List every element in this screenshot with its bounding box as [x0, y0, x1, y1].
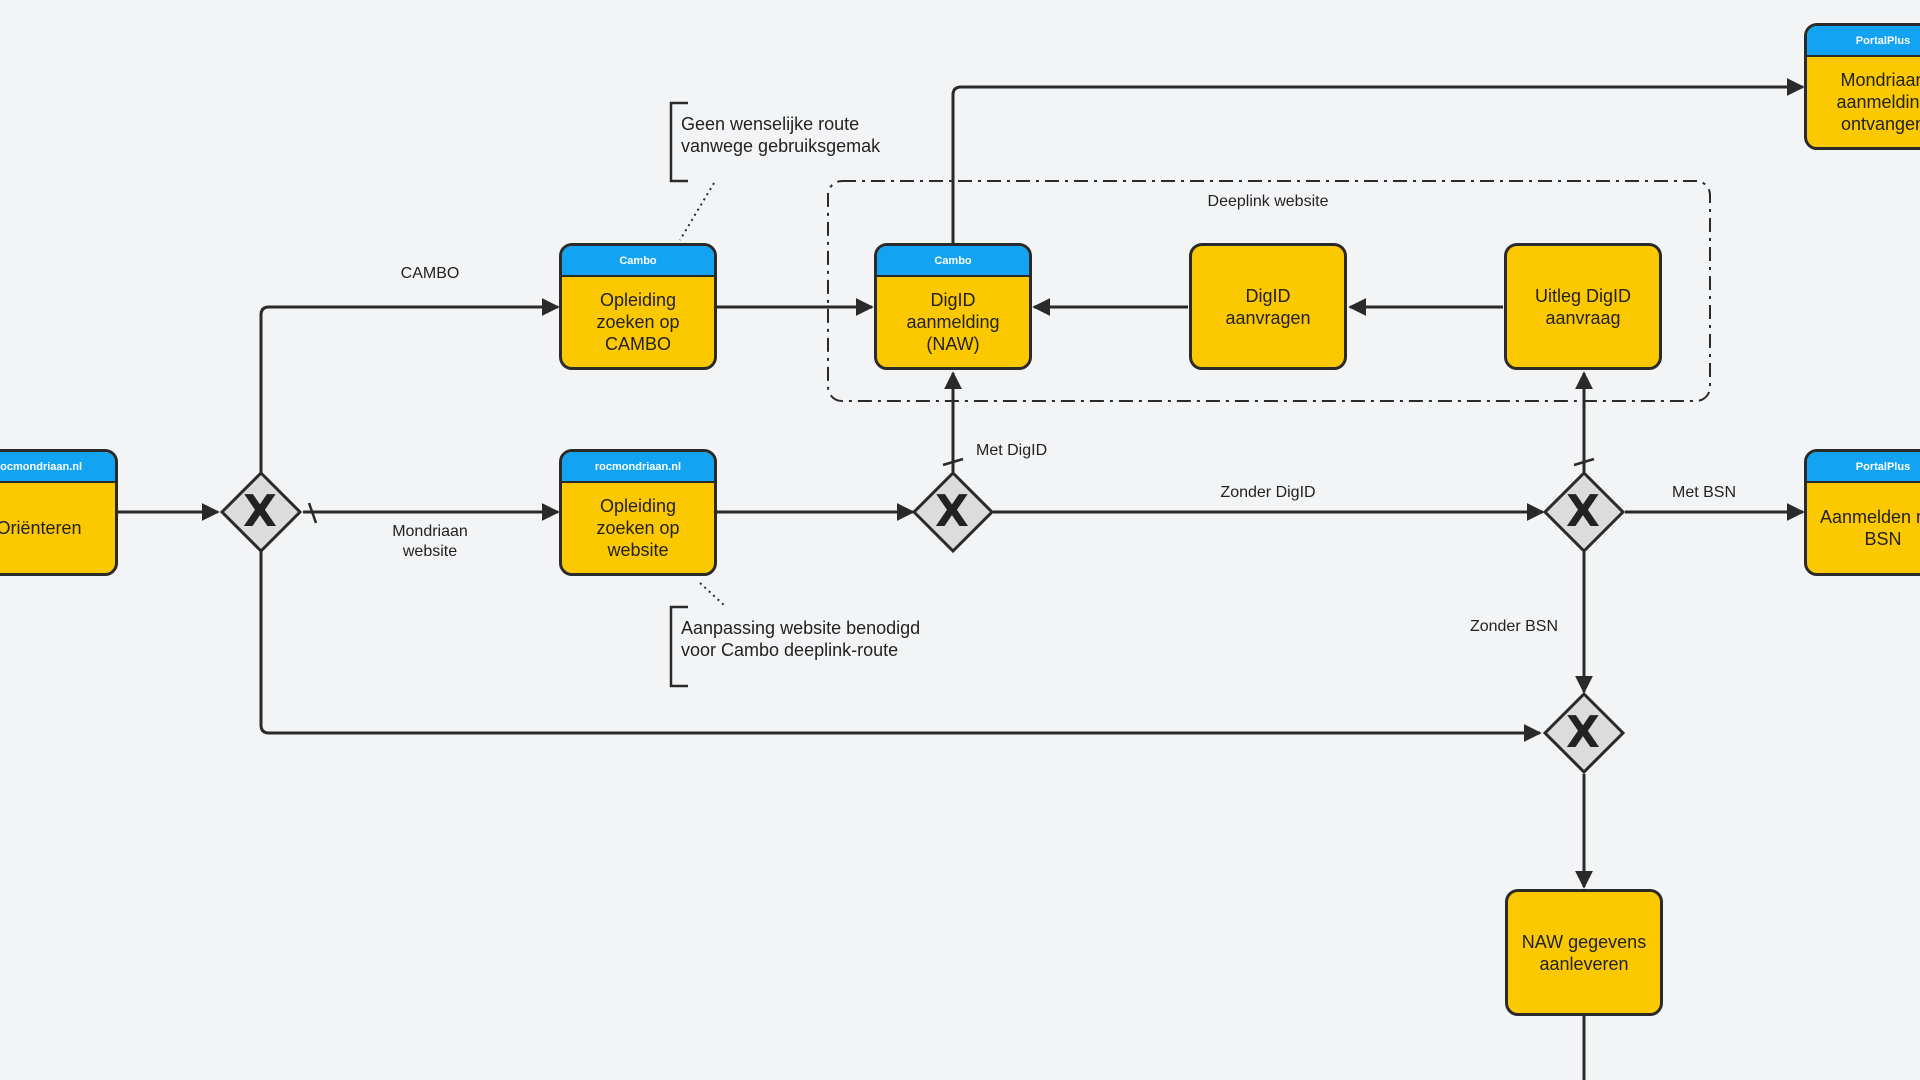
gateway-1-symbol: X: [243, 486, 277, 537]
task-uitleg-digid-label: Uitleg DigID aanvraag: [1534, 285, 1632, 328]
task-digid-aanmelding-label: DigID aanmelding (NAW): [906, 290, 1000, 354]
edge-digid-aanmelding-to-mondriaan: [951, 78, 1805, 243]
task-digid-aanmelding-header: Cambo: [877, 246, 1029, 277]
task-digid-aanmelding[interactable]: Cambo DigID aanmelding (NAW): [874, 243, 1032, 370]
edge-gateway1-to-gateway4: [259, 551, 1542, 742]
task-digid-aanvragen-label: DigID aanvragen: [1225, 285, 1311, 328]
edge-gateway1-to-cambo-path: [259, 298, 560, 473]
edge-label-zonder-digid: Zonder DigID: [1220, 484, 1316, 501]
task-naw-gegevens-aanleveren[interactable]: NAW gegevens aanleveren: [1505, 889, 1663, 1016]
edge-label-met-bsn: Met BSN: [1672, 484, 1737, 501]
task-naw-label: NAW gegevens aanleveren: [1521, 931, 1647, 974]
task-opleiding-zoeken-cambo[interactable]: Cambo Opleiding zoeken op CAMBO: [559, 243, 717, 370]
annotation-bracket-cambo: [669, 101, 688, 183]
task-aanmelden-bsn-header: PortalPlus: [1807, 452, 1920, 483]
task-cambo-header: Cambo: [562, 246, 714, 277]
default-flow-mark-2: [942, 457, 964, 467]
task-mondriaan-aanmelding-ontvangen[interactable]: PortalPlus Mondriaan aanmelding ontvange…: [1804, 23, 1920, 150]
task-mondriaan-label: Mondriaan aanmelding ontvangen: [1836, 70, 1920, 134]
task-opleiding-zoeken-website[interactable]: rocmondriaan.nl Opleiding zoeken op webs…: [559, 449, 717, 576]
task-aanmelden-bsn-label: Aanmelden met BSN: [1819, 507, 1920, 549]
task-orienteren-header: rocmondriaan.nl: [0, 452, 115, 483]
group-label: Deeplink website: [1207, 193, 1329, 210]
task-website-label: Opleiding zoeken op website: [596, 496, 680, 560]
edge-label-met-digid: Met DigID: [976, 442, 1048, 459]
gateway-2[interactable]: [911, 470, 995, 554]
edge-label-mondriaan-website: Mondriaan website: [392, 523, 468, 560]
deeplink-group-border: [827, 180, 1711, 402]
gateway-2-symbol: X: [935, 486, 969, 537]
task-orienteren[interactable]: rocmondriaan.nl Oriënteren: [0, 449, 118, 576]
task-uitleg-digid-aanvraag[interactable]: Uitleg DigID aanvraag: [1504, 243, 1662, 370]
annotation-connector-cambo: [679, 182, 715, 241]
annotation-cambo-route: Geen wenselijke route vanwege gebruiksge…: [681, 114, 881, 156]
task-website-header: rocmondriaan.nl: [562, 452, 714, 483]
annotation-website-deeplink: Aanpassing website benodigd voor Cambo d…: [681, 618, 921, 660]
annotation-connector-website: [699, 582, 726, 607]
task-mondriaan-header: PortalPlus: [1807, 26, 1920, 57]
task-cambo-label: Opleiding zoeken op CAMBO: [596, 290, 680, 354]
task-aanmelden-bsn[interactable]: PortalPlus Aanmelden met BSN: [1804, 449, 1920, 576]
gateway-4-symbol: X: [1566, 707, 1600, 758]
default-flow-mark-3: [1573, 457, 1595, 467]
edge-label-zonder-bsn: Zonder BSN: [1469, 618, 1558, 635]
edge-label-cambo: CAMBO: [400, 265, 460, 282]
annotation-bracket-website: [669, 605, 688, 688]
gateway-3[interactable]: [1542, 470, 1626, 554]
gateway-4[interactable]: [1542, 691, 1626, 775]
task-orienteren-label: Oriënteren: [0, 518, 82, 538]
gateway-3-symbol: X: [1566, 486, 1600, 537]
gateway-1[interactable]: [219, 470, 303, 554]
default-flow-mark-1: [307, 502, 318, 524]
task-digid-aanvragen[interactable]: DigID aanvragen: [1189, 243, 1347, 370]
